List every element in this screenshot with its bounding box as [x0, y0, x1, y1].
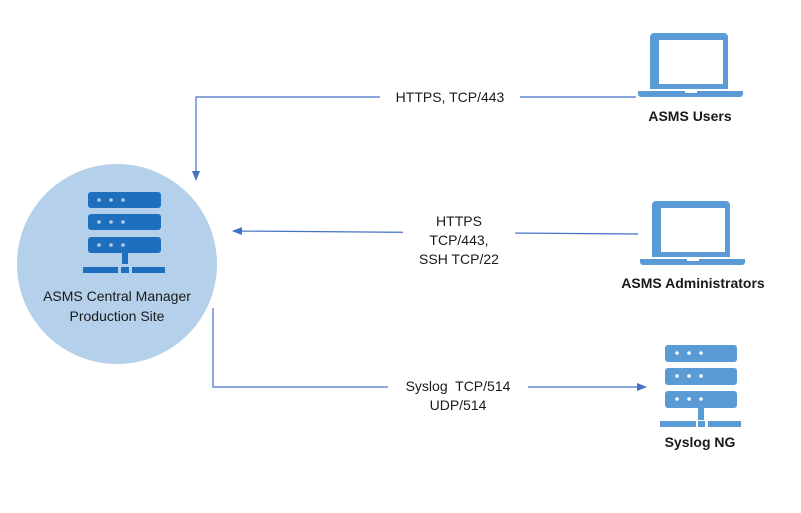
- connector-users-to-central: [192, 96, 636, 181]
- central-manager-label-line1: ASMS Central Manager: [43, 288, 191, 304]
- connection-label-admins: HTTPS TCP/443, SSH TCP/22: [403, 212, 515, 269]
- node-label-users: ASMS Users: [648, 108, 732, 124]
- central-manager-label-line2: Production Site: [69, 308, 165, 324]
- central-manager-circle: [17, 164, 217, 364]
- central-manager-label: ASMS Central Manager Production Site: [17, 286, 217, 326]
- connection-label-syslog: Syslog TCP/514 UDP/514: [388, 377, 528, 415]
- connection-label-line: SSH TCP/22: [419, 251, 499, 267]
- syslog-server-icon: [660, 345, 741, 427]
- node-label-admins: ASMS Administrators: [621, 275, 765, 291]
- connection-label-line: HTTPS: [436, 213, 482, 229]
- users-laptop-icon: [638, 33, 743, 97]
- connection-label-line: UDP/514: [429, 397, 487, 413]
- admins-laptop-icon: [640, 201, 745, 265]
- connection-label-line: Syslog TCP/514: [405, 378, 511, 394]
- connection-label-line: TCP/443,: [429, 232, 489, 248]
- connection-label-line: HTTPS, TCP/443: [395, 89, 505, 105]
- connector-central-to-syslog: [212, 308, 647, 391]
- node-label-syslog: Syslog NG: [664, 434, 736, 450]
- connection-label-users: HTTPS, TCP/443: [380, 88, 520, 107]
- central-server-icon: [83, 192, 165, 273]
